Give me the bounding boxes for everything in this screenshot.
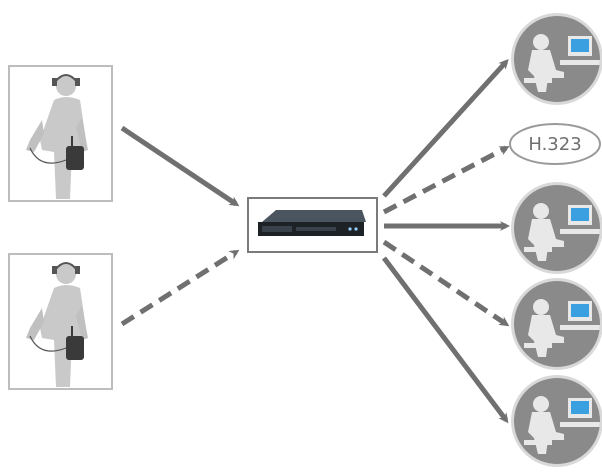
link-source-2-to-hub [120,249,240,327]
field-worker-with-radio-icon [26,262,88,387]
desk-operator-icon [524,396,600,454]
source-node-2 [8,253,113,390]
desk-operator-icon [524,299,600,357]
desk-operator-icon [524,34,600,92]
link-source-1-to-hub [120,125,240,207]
destination-node-4 [511,278,602,370]
destination-node-5 [511,375,602,467]
destination-node-2 [509,123,601,165]
destination-node-3 [511,182,602,274]
desk-operator-icon [524,203,600,261]
hub-node [247,197,378,253]
source-node-1 [8,65,113,202]
destination-node-1 [511,13,602,105]
rack-server-icon [258,210,366,236]
link-hub-to-destination-2 [382,145,510,215]
link-hub-to-destination-4 [382,239,510,327]
field-worker-with-radio-icon [26,74,88,199]
links [120,59,510,424]
h323-bubble [509,123,601,165]
link-hub-to-destination-1 [382,59,509,198]
link-hub-to-destination-5 [382,256,509,424]
